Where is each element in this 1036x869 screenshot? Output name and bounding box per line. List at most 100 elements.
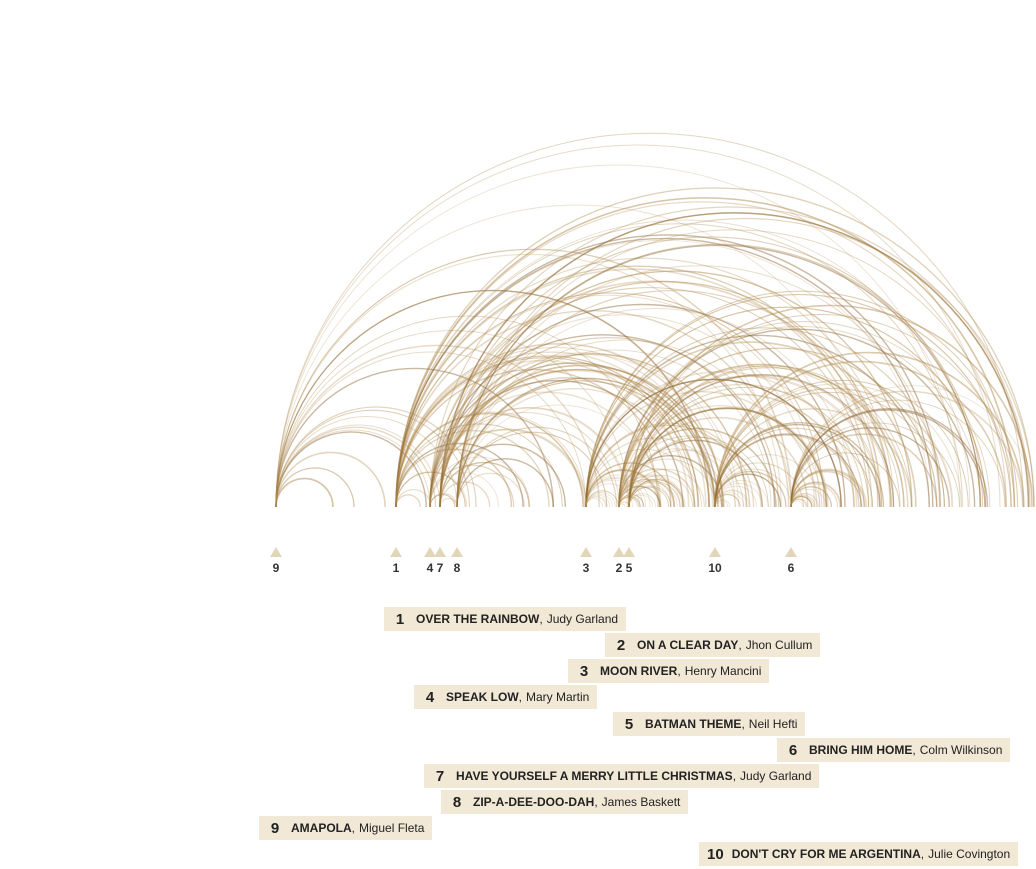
song-separator: ,: [912, 743, 916, 757]
song-artist: Judy Garland: [740, 769, 812, 783]
arc-232: [790, 496, 812, 508]
song-title: BRING HIM HOME: [809, 743, 913, 757]
arc-204: [618, 494, 645, 508]
arc-248: [429, 493, 458, 508]
marker-3: 3: [579, 547, 593, 575]
arc-218: [628, 478, 686, 508]
arc-35: [395, 351, 707, 508]
song-title: AMAPOLA: [291, 821, 352, 835]
arc-85: [456, 289, 891, 508]
arc-28: [395, 265, 879, 508]
arc-140: [628, 407, 827, 508]
marker-triangle-icon: [390, 547, 402, 557]
arc-31: [395, 268, 873, 508]
song-label-9: 9 AMAPOLA , Miguel Fleta: [259, 816, 433, 840]
song-separator: ,: [539, 612, 543, 626]
arc-68: [439, 281, 892, 508]
song-label-1: 1 OVER THE RAINBOW , Judy Garland: [384, 607, 627, 631]
song-artist: Henry Mancini: [684, 664, 762, 678]
arc-69: [439, 368, 716, 508]
song-separator: ,: [732, 769, 737, 783]
arc-diagram: [275, 132, 1035, 508]
song-artist: Judy Garland: [546, 612, 619, 626]
arc-137: [628, 468, 705, 508]
arc-86: [456, 245, 982, 508]
arc-226: [714, 489, 750, 508]
arc-167: [790, 468, 868, 508]
arc-103: [585, 424, 751, 508]
song-rank: 6: [788, 741, 798, 759]
marker-number: 6: [787, 561, 795, 575]
arc-126: [618, 328, 976, 508]
arc-210: [628, 493, 657, 508]
arc-127: [628, 304, 1033, 508]
arc-159: [714, 434, 860, 508]
arc-83: [456, 426, 618, 508]
marker-2: 2: [612, 547, 626, 575]
arc-147: [714, 422, 884, 508]
marker-triangle-icon: [623, 547, 635, 557]
marker-1: 1: [389, 547, 403, 575]
arc-124: [618, 455, 723, 508]
arc-91: [585, 490, 619, 508]
arc-182: [790, 427, 951, 508]
arc-135: [628, 393, 855, 508]
arc-30: [395, 430, 550, 508]
arc-198: [585, 492, 616, 508]
arc-238: [790, 493, 818, 508]
arc-105: [585, 335, 930, 508]
arc-205: [618, 494, 645, 508]
arc-118: [618, 383, 865, 508]
arc-1: [275, 406, 477, 508]
arc-251: [429, 407, 630, 508]
song-rank: 7: [435, 767, 445, 785]
marker-10: 10: [708, 547, 722, 575]
arc-180: [790, 481, 841, 508]
arc-10: [275, 248, 793, 508]
arc-184: [275, 144, 1001, 508]
arc-221: [714, 485, 758, 508]
arc-146: [714, 427, 874, 508]
arc-87: [456, 458, 555, 508]
arc-48: [429, 314, 816, 508]
arc-78: [456, 431, 608, 508]
arc-94: [585, 306, 987, 508]
arc-42: [395, 234, 941, 508]
arc-212: [628, 487, 669, 508]
arc-92: [585, 422, 755, 508]
arc-84: [456, 404, 662, 508]
arc-237: [790, 489, 827, 508]
arc-206: [618, 478, 676, 508]
arc-22: [395, 201, 1007, 508]
arc-219: [628, 481, 681, 508]
arc-172: [790, 494, 816, 508]
marker-triangle-icon: [434, 547, 446, 557]
arc-109: [618, 468, 696, 508]
arc-139: [628, 416, 809, 508]
arc-243: [275, 351, 587, 508]
marker-number: 7: [436, 561, 444, 575]
song-title: ON A CLEAR DAY: [637, 638, 739, 652]
arc-9: [275, 426, 437, 508]
arc-160: [714, 471, 787, 508]
arc-222: [714, 502, 724, 508]
arc-96: [585, 478, 644, 508]
arc-44: [429, 352, 740, 508]
arc-102: [585, 290, 1019, 508]
song-title: MOON RIVER: [600, 664, 678, 678]
marker-triangle-icon: [709, 547, 721, 557]
marker-number: 5: [625, 561, 633, 575]
song-rank: 3: [579, 662, 589, 680]
arc-215: [628, 494, 654, 508]
arc-128: [628, 386, 869, 508]
arc-177: [790, 433, 938, 508]
arc-236: [790, 495, 814, 508]
arc-61: [439, 353, 748, 508]
arc-74: [456, 307, 855, 508]
marker-4: 4: [423, 547, 437, 575]
arc-53: [429, 391, 661, 508]
arc-67: [439, 337, 780, 508]
arc-138: [628, 474, 693, 508]
arc-227: [714, 490, 748, 508]
song-label-4: 4 SPEAK LOW , Mary Martin: [414, 685, 598, 709]
